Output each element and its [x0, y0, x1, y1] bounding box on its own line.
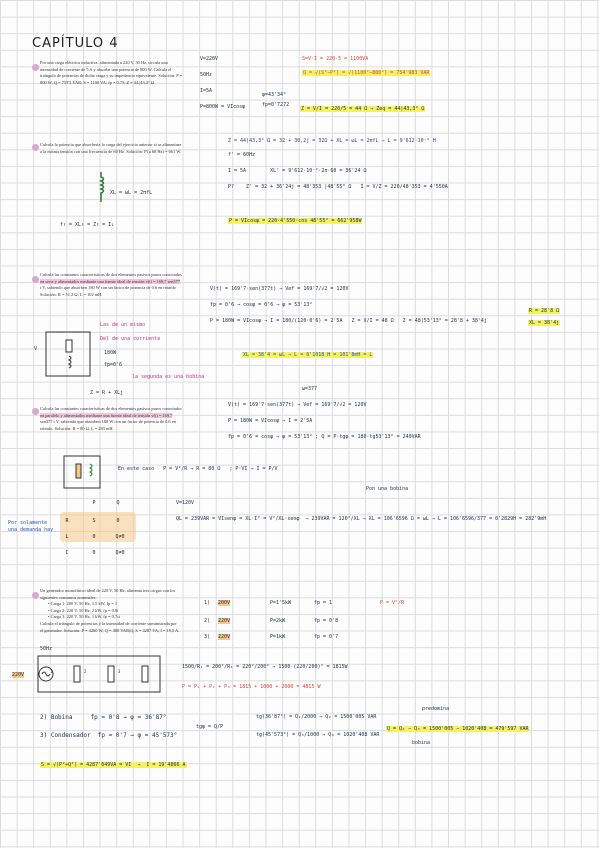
p5-power-correction: 1500/R₁ = 200²/R₁ = 220²/200² → 1500·(22…: [182, 664, 348, 670]
pq-row-c-p: 0: [92, 550, 96, 556]
pq-header-q: Q: [116, 500, 120, 506]
load-3-power: P=1kW: [270, 634, 286, 640]
load-1-fp: fp = 1: [314, 600, 333, 606]
bullet-icon: [32, 64, 39, 71]
pq-header-p: P: [92, 500, 96, 506]
p5-final: S = √(P²+Q²) = 4287'049VA = VI → I = 19'…: [40, 762, 187, 768]
pq-row-l-q: Q≠0: [115, 534, 125, 540]
p1-given-v: V=220V: [200, 56, 219, 62]
p1-reactive-power: Q = √(S²−P²) = √(1100²−800²) = 754'983 V…: [302, 70, 431, 76]
load-1-voltage: 200V: [218, 600, 231, 606]
p2-current: P? Z' = 32 + 36'24j = 48'353 |48'55° Ω I…: [228, 184, 448, 190]
load-3-voltage: 220V: [218, 634, 231, 640]
p3-source-label: V: [34, 346, 38, 352]
load-2-power: P=2kW: [270, 618, 286, 624]
load-2-number: 2): [204, 618, 211, 624]
p5-generator-voltage: 220V: [12, 672, 25, 678]
problem-5-statement: Un generador monofásico ideal de 220 V, …: [40, 588, 180, 633]
p1-apparent-power: S=V·I = 220·5 = 1100VA: [302, 56, 369, 62]
p4-omega: ω=377: [302, 386, 318, 392]
p2-impedance-decomp: Z = 44|43,3° Ω = 32 + 30,2j = 32Ω + XL =…: [228, 138, 436, 144]
load-2-voltage: 220V: [218, 618, 231, 624]
circ-3: 3: [118, 669, 121, 674]
p3-phi: fp = 0'6 → cosφ = 0'6 → φ = 53'13°: [210, 302, 313, 308]
p3-vef: V(t) = 169'7·sen(377t) → Vef = 169'7/√2 …: [210, 286, 349, 292]
p5-total-power: P = P₁ + P₂ + P₃ = 1815 + 1000 + 2000 = …: [182, 684, 321, 690]
load-3-number: 3): [204, 634, 211, 640]
bullet-icon: [32, 276, 39, 283]
p5-q2: tg(36'87°) = Q₂/2000 → Q₂ = 1500'005 VAR: [256, 714, 377, 720]
problem-3-statement: Calcula las constantes características d…: [40, 272, 182, 297]
p1-given-f: 50Hz: [200, 72, 213, 78]
p5-condensador: 3) Condensador fp = 0'7 → φ = 45'573°: [40, 732, 178, 739]
problem-2-statement: Calcula la potencia que absorbería la ca…: [40, 142, 182, 154]
p5-q3: tg(45'573°) = Q₃/1000 → Q₃ = 1020'408 VA…: [256, 732, 380, 738]
p1-given-p: P=800W = VIcosφ: [200, 104, 246, 110]
p4-reactive: fp = 0'6 = cosφ → φ = 53'13° ; Q = P·tgφ…: [228, 434, 421, 440]
inductor-icon: [98, 172, 105, 202]
pq-row-r-name: R: [65, 518, 69, 524]
p4-inductance: QL = 239VAR = VIsenφ = XL·I² = V²/XL·sen…: [176, 516, 547, 522]
p1-impedance: Z = V/I = 220/5 = 44 Ω → Zeq = 44|43,3° …: [300, 106, 426, 112]
p2-result: P = VIcosφ = 220·4'550·cos 48'55° = 662'…: [228, 218, 363, 224]
p3-r: R = 28'8 Ω: [528, 308, 561, 314]
p3-label-power: 180W: [104, 350, 117, 356]
pq-row-r-q: 0: [116, 518, 120, 524]
pq-row-r-p: S: [92, 518, 96, 524]
bullet-icon: [32, 144, 39, 151]
p2-reactance: I = 5A XL' = 9'612·10⁻²·2π·60 = 36'24 Ω: [228, 168, 367, 174]
pq-row-l-name: L: [65, 534, 69, 540]
p3-note-1: Las de un mismo: [100, 322, 146, 328]
p3-label-fp: fp=0'6: [104, 362, 123, 368]
bullet-icon: [32, 408, 39, 415]
p3-note-2: Del de una corriente: [100, 336, 161, 342]
p1-fp: fp=0'7272: [262, 102, 290, 108]
p5-generator-note: 50Hz: [40, 646, 53, 652]
series-circuit-diagram: [45, 331, 91, 377]
p2-xl-formula: XL = ωL = 2πfL: [110, 190, 153, 196]
pq-row-c-name: C: [65, 550, 69, 556]
p5-total-reactive: Q = Q₂ − Q₃ = 1500'005 − 1020'408 = 479'…: [386, 726, 530, 732]
load-3-fp: fp = 0'7: [314, 634, 339, 640]
circ-2: 2: [84, 669, 87, 674]
load-1-number: 1): [204, 600, 211, 606]
p4-vef: V(t) = 169'7·sen(377t) → Vef = 169'7/√2 …: [228, 402, 367, 408]
p5-predomina: predomina: [422, 706, 450, 712]
p4-resistance: En este caso P = V²/R → R = 80 Ω ; P·VI …: [118, 466, 278, 472]
pq-row-l-p: 0: [92, 534, 96, 540]
p1-given-i: I=5A: [200, 88, 213, 94]
p3-inductance: XL = 38'4 = ωL → L = 0'1018 H = 101'8mH …: [242, 352, 374, 358]
p4-current: P = 180W = VIcosφ → I = 2'5A: [228, 418, 313, 424]
three-load-circuit: [37, 655, 161, 693]
p5-power-formula: P = V²/R: [380, 600, 405, 606]
pq-row-c-q: Q≠0: [115, 550, 125, 556]
circ-1: 1: [50, 669, 53, 674]
p4-voltage: V=120V: [176, 500, 195, 506]
problem-1-statement: Por una carga eléctrica inductiva, alime…: [40, 60, 183, 85]
load-1-power: P=1'5kW: [270, 600, 292, 606]
p5-bobina: 2) Bobina fp = 0'8 → φ = 36'87°: [40, 714, 167, 721]
p1-phi: φ=43'34°: [262, 92, 287, 98]
p4-left-note: Por solamente una demanda hay: [8, 520, 54, 533]
p3-label-z: Z = R + XLj: [90, 390, 124, 396]
pq-table-highlight: [60, 512, 136, 542]
bullet-icon: [32, 592, 39, 599]
chapter-title: CAPÍTULO 4: [32, 36, 119, 51]
p5-tg-formula: tgφ = Q/P: [196, 724, 224, 730]
p4-note: Pon una bobina: [366, 486, 409, 492]
problem-4-statement: Calcula las constantes características d…: [40, 406, 182, 431]
p5-bobina-note: bobina: [412, 740, 431, 746]
p2-reasoning: f↑ = XL↑ = Z↑ = I↓: [60, 222, 115, 228]
p3-note-3: la segunda es una bobina: [132, 374, 205, 380]
p3-current: P = 180W = VIcosφ → I = 180/(120·0'6) = …: [210, 318, 487, 324]
load-2-fp: fp = 0'8: [314, 618, 339, 624]
p3-xl: XL = 38'4j: [528, 320, 561, 326]
parallel-circuit-diagram: [63, 455, 101, 489]
p2-new-frequency: f' = 60Hz: [228, 152, 256, 158]
